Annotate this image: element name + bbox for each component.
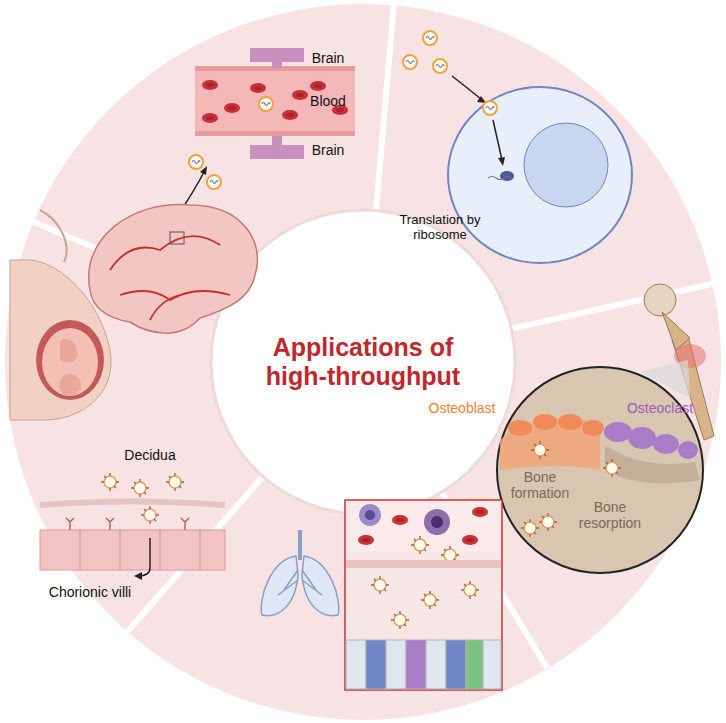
panel-label: Translation by ribosome bbox=[385, 213, 495, 243]
panel-label: Blood bbox=[310, 93, 346, 109]
center-title: Applications of high-throughput bbox=[256, 333, 471, 391]
panel-label: Osteoblast bbox=[429, 400, 496, 416]
panel-label: Bone formation bbox=[500, 469, 580, 501]
panel-label: Decidua bbox=[124, 447, 175, 463]
panel-label: Brain bbox=[312, 50, 345, 66]
panel-label: Brain bbox=[312, 142, 345, 158]
panel-label: Bone resorption bbox=[565, 499, 655, 531]
panel-label: Chorionic villi bbox=[49, 584, 131, 600]
panel-label: Osteoclast bbox=[627, 400, 693, 416]
